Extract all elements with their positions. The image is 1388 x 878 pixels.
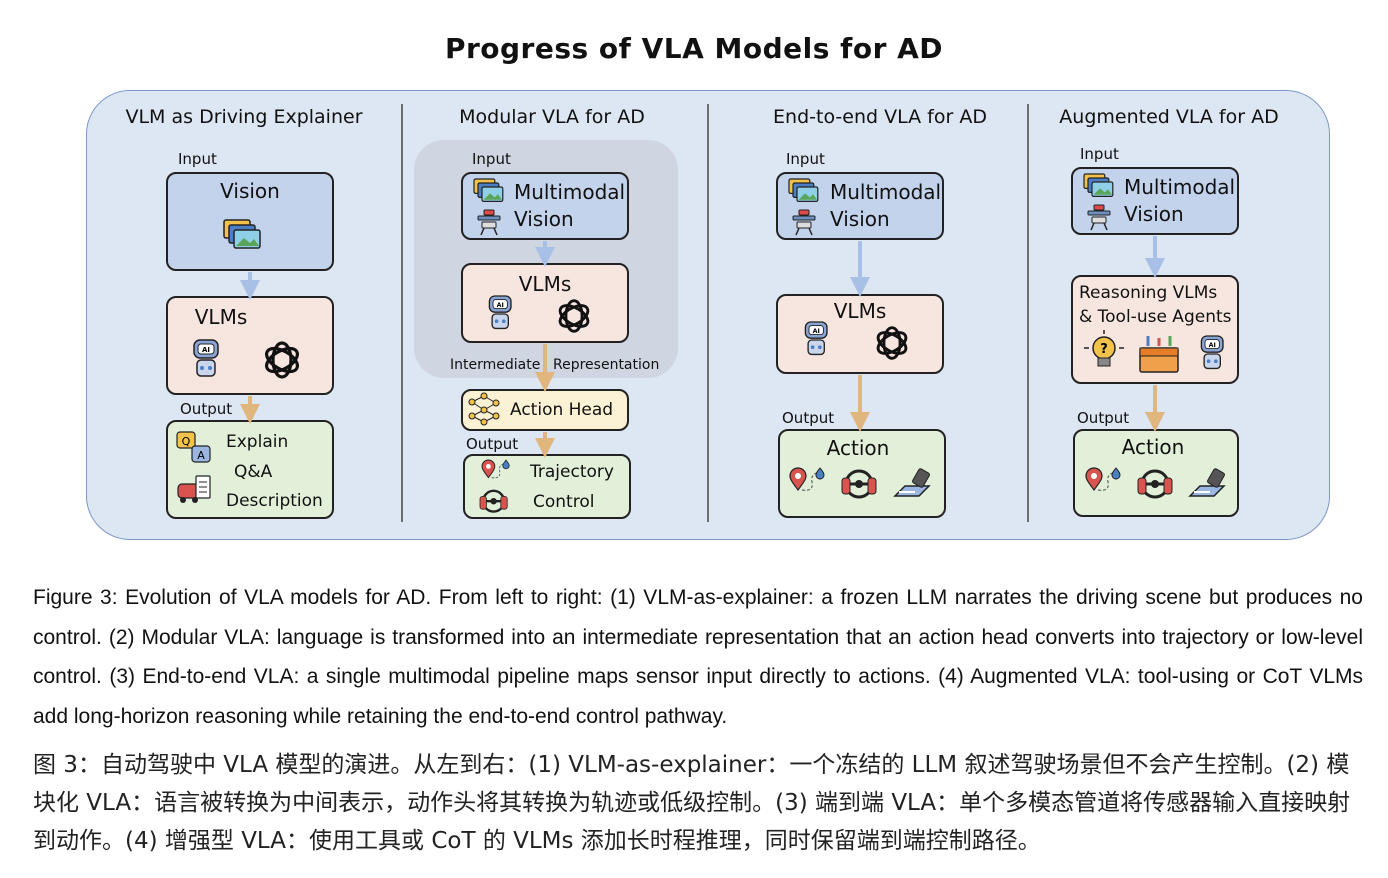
col3-input-line1: Multimodal bbox=[830, 180, 942, 204]
robot-ai-icon bbox=[1200, 335, 1224, 370]
col4-input-line2: Vision bbox=[1124, 202, 1184, 226]
col2-input-line1: Multimodal bbox=[514, 180, 626, 204]
openai-logo-icon bbox=[555, 299, 593, 333]
sensor-icon bbox=[1087, 204, 1111, 231]
map-pin-icon bbox=[789, 467, 825, 491]
steering-wheel-icon bbox=[1136, 469, 1174, 499]
col2-intermediate-left: Intermediate bbox=[450, 357, 541, 373]
col2-input-line2: Vision bbox=[514, 207, 574, 231]
images-icon bbox=[473, 178, 504, 203]
col3-vlm-label: VLMs bbox=[833, 299, 887, 323]
column-divider bbox=[707, 104, 709, 522]
col1-title: VLM as Driving Explainer bbox=[125, 106, 363, 128]
column-divider bbox=[401, 104, 403, 522]
col4-input-line1: Multimodal bbox=[1124, 175, 1236, 199]
col3-output-label: Output bbox=[782, 409, 835, 427]
col3-input-line2: Vision bbox=[830, 207, 890, 231]
map-pin-icon bbox=[1085, 467, 1121, 491]
diagram-title: Progress of VLA Models for AD bbox=[444, 32, 944, 65]
col2-action-head-label: Action Head bbox=[510, 400, 614, 420]
col4-reasoning-line2: & Tool-use Agents bbox=[1079, 307, 1232, 327]
svg-text:?: ? bbox=[1100, 342, 1108, 357]
sensor-icon bbox=[477, 209, 501, 236]
caption-chinese: 图 3：自动驾驶中 VLA 模型的演进。从左到右：(1) VLM-as-expl… bbox=[33, 752, 1351, 854]
col4-reasoning-line1: Reasoning VLMs bbox=[1079, 283, 1218, 303]
col2-output-trajectory: Trajectory bbox=[530, 462, 614, 482]
pedal-icon bbox=[894, 467, 932, 497]
col1-output-label: Output bbox=[180, 400, 233, 418]
caption-english: Figure 3: Evolution of VLA models for AD… bbox=[33, 586, 1363, 728]
openai-logo-icon bbox=[261, 341, 303, 379]
col2-input-label: Input bbox=[472, 150, 511, 168]
openai-logo-icon bbox=[873, 326, 911, 360]
images-icon bbox=[1083, 173, 1114, 198]
col2-action-head-box bbox=[461, 389, 629, 431]
col1-output-explain: Explain bbox=[226, 432, 289, 452]
robot-ai-icon bbox=[193, 339, 219, 377]
col4-title: Augmented VLA for AD bbox=[1059, 106, 1279, 128]
toolbox-icon bbox=[1139, 336, 1179, 373]
pedal-icon bbox=[1189, 467, 1227, 497]
column-divider bbox=[1027, 104, 1029, 522]
col3-action-label: Action bbox=[826, 436, 890, 460]
lightbulb-icon: ? bbox=[1084, 330, 1124, 367]
col2-output-control: Control bbox=[533, 492, 595, 512]
col1-vision-label: Vision bbox=[220, 179, 280, 203]
col4-input-label: Input bbox=[1080, 145, 1119, 163]
col1-output-qa: Q&A bbox=[234, 462, 273, 482]
robot-ai-icon bbox=[804, 321, 828, 356]
steering-wheel-icon bbox=[840, 469, 878, 499]
col3-input-label: Input bbox=[786, 150, 825, 168]
col3-title: End-to-end VLA for AD bbox=[773, 106, 987, 128]
col4-output-label: Output bbox=[1077, 409, 1130, 427]
col2-output-label: Output bbox=[466, 435, 519, 453]
svg-text:A: A bbox=[197, 449, 205, 462]
svg-text:Q: Q bbox=[182, 435, 191, 448]
col2-title: Modular VLA for AD bbox=[459, 106, 645, 128]
col2-intermediate-right: Representation bbox=[553, 357, 660, 373]
robot-ai-icon bbox=[488, 295, 512, 330]
car-report-icon bbox=[177, 475, 211, 503]
map-pin-icon bbox=[481, 459, 510, 479]
col2-vlm-label: VLMs bbox=[518, 272, 572, 296]
images-icon bbox=[788, 178, 819, 203]
neural-net-icon bbox=[468, 392, 500, 426]
col1-vlm-label: VLMs bbox=[194, 305, 248, 329]
col3-vlm-box bbox=[776, 294, 944, 374]
qa-bubble-icon: Q A bbox=[176, 431, 211, 463]
col1-input-label: Input bbox=[178, 150, 217, 168]
steering-wheel-icon bbox=[478, 489, 509, 513]
col1-output-description: Description bbox=[226, 491, 323, 511]
images-icon bbox=[223, 219, 261, 249]
col4-action-label: Action bbox=[1121, 435, 1185, 459]
sensor-icon bbox=[792, 209, 816, 236]
